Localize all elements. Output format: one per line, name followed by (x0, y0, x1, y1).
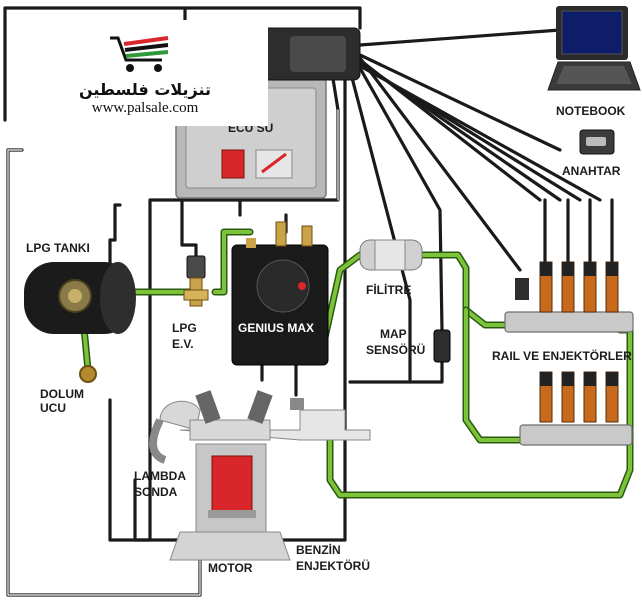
notebook-label: NOTEBOOK (556, 104, 626, 118)
lambda-label-1: LAMBDA (134, 469, 186, 483)
ecu-red-button (221, 149, 245, 179)
shopping-cart-icon (110, 36, 169, 72)
motor-label: MOTOR (208, 561, 253, 575)
filitre-label: FİLİTRE (366, 282, 411, 297)
lpg-tank: LPG TANKI (24, 241, 136, 334)
dolum-label-1: DOLUM (40, 387, 84, 401)
logo-arabic-name: تنزيلات فلسطين (78, 80, 212, 99)
map-sensor: MAP SENSÖRÜ (366, 327, 451, 363)
engine: MOTOR (159, 390, 371, 575)
lpg-tank-label: LPG TANKI (26, 241, 90, 255)
map-label-2: SENSÖRÜ (366, 342, 425, 357)
piston (211, 455, 253, 513)
map-label-1: MAP (380, 327, 407, 341)
anahtar-label: ANAHTAR (562, 164, 621, 178)
genius-max-label: GENIUS MAX (238, 321, 314, 335)
switch-unit: ANAHTAR (562, 129, 621, 178)
rail-label: RAIL VE ENJEKTÖRLER (492, 348, 632, 363)
lpg-ev-label-2: E.V. (172, 337, 194, 351)
petrol-injector: BENZİN ENJEKTÖRÜ (290, 398, 370, 573)
genius-max-reducer: GENIUS MAX (231, 221, 329, 366)
lpg-ev-label-1: LPG (172, 321, 197, 335)
logo-watermark: تنزيلات فلسطين www.palsale.com (22, 20, 268, 126)
injector-rail-top: RAIL VE ENJEKTÖRLER (492, 261, 634, 363)
dolum-label-2: UCU (40, 401, 66, 415)
filling-nozzle: DOLUM UCU (40, 365, 97, 415)
lambda-label-2: SONDA (134, 485, 178, 499)
benzin-label-1: BENZİN (296, 542, 341, 557)
lambda-sensor: LAMBDA SONDA (134, 418, 186, 499)
gas-filter: FİLİTRE (359, 239, 423, 297)
injector-rail-bottom (519, 371, 633, 446)
lpg-electrovalve: LPG E.V. (172, 255, 209, 351)
notebook-computer: NOTEBOOK (547, 6, 641, 118)
benzin-label-2: ENJEKTÖRÜ (296, 558, 370, 573)
logo-url: www.palsale.com (91, 100, 199, 116)
